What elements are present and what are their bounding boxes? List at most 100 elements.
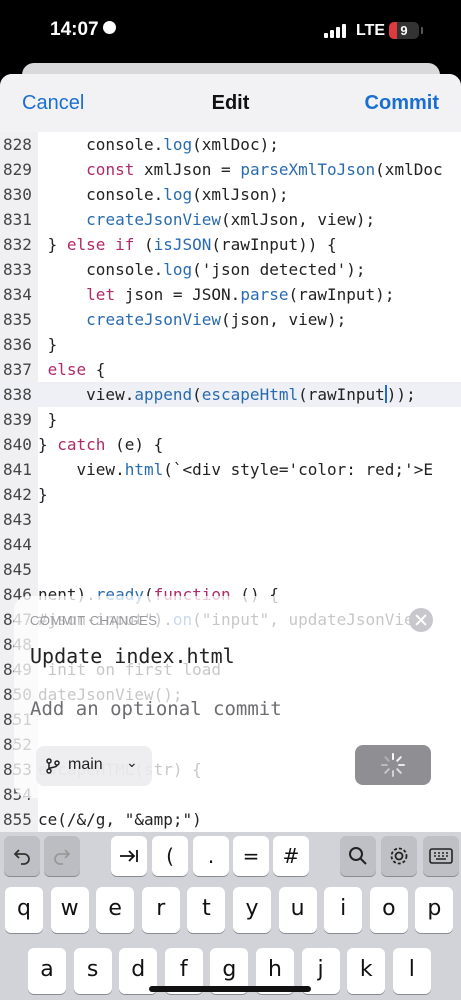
key-k[interactable]: k [347, 948, 386, 994]
code-line[interactable]: 840 } catch (e) { [0, 432, 461, 457]
line-number: 835 [3, 310, 32, 329]
code-text: createJsonView(xmlJson, view); [86, 210, 376, 229]
line-number: 845 [3, 560, 32, 579]
code-text: const xmlJson = parseXmlToJson(xmlDoc [86, 160, 443, 179]
key-r[interactable]: r [141, 887, 180, 933]
search-button[interactable] [340, 836, 376, 876]
code-line[interactable]: 845 [0, 557, 461, 582]
key-a[interactable]: a [28, 948, 66, 994]
commit-body-input[interactable]: Add an optional commit [30, 698, 282, 720]
chevron-updown-icon: ⌄ [126, 755, 138, 771]
key-i[interactable]: i [324, 887, 363, 933]
line-number: 842 [3, 485, 32, 504]
key-e[interactable]: e [96, 887, 135, 933]
line-number: 833 [3, 260, 32, 279]
dismiss-keyboard-button[interactable] [423, 836, 459, 876]
code-text: console.log('json detected'); [38, 260, 366, 279]
code-line[interactable]: 842} [0, 482, 461, 507]
signal-icon [324, 24, 348, 38]
code-line[interactable]: 833 console.log('json detected'); [0, 257, 461, 282]
battery-level: 9 [400, 23, 408, 38]
key-p[interactable]: p [415, 887, 454, 933]
code-text: ce(/&/g, "&amp;") [38, 810, 202, 829]
commit-panel: COMMIT CHANGES Update index.html Add an … [14, 596, 447, 798]
code-text: else { [47, 360, 106, 379]
code-line[interactable]: 843 [0, 507, 461, 532]
code-text: } catch (e) { [38, 435, 164, 454]
key-w[interactable]: w [50, 887, 89, 933]
code-line[interactable]: 832 } else if (isJSON(rawInput)) { [0, 232, 461, 257]
status-bar: 14:07 LTE 9 [0, 0, 461, 62]
code-line[interactable]: 831 createJsonView(xmlJson, view); [0, 207, 461, 232]
cancel-button[interactable]: Cancel [22, 92, 85, 114]
code-line[interactable]: 829 const xmlJson = parseXmlToJson(xmlDo… [0, 157, 461, 182]
line-number: 828 [3, 135, 32, 154]
code-line[interactable]: 841 view.html(`<div style='color: red;'>… [0, 457, 461, 482]
line-number: 832 [3, 235, 32, 254]
line-number: 843 [3, 510, 32, 529]
code-text: createJsonView(json, view); [86, 310, 347, 329]
code-text: view.html(`<div style='color: red;'>E [38, 460, 433, 479]
dot-key[interactable]: . [193, 836, 229, 876]
key-u[interactable]: u [278, 887, 317, 933]
line-number: 831 [3, 210, 32, 229]
commit-button[interactable]: Commit [364, 92, 439, 114]
code-text: console.log(xmlDoc); [38, 135, 279, 154]
keyboard-icon [429, 848, 453, 864]
code-text: } [38, 410, 58, 429]
line-number: 855 [3, 810, 32, 829]
line-number: 829 [3, 160, 32, 179]
line-number: 841 [3, 460, 32, 479]
home-indicator [149, 986, 311, 992]
line-number: 836 [3, 335, 32, 354]
commit-heading: COMMIT CHANGES [30, 613, 158, 628]
hash-key[interactable]: # [273, 836, 309, 876]
settings-button[interactable] [381, 836, 417, 876]
code-line[interactable]: 828 console.log(xmlDoc); [0, 132, 461, 157]
code-line[interactable]: 830 console.log(xmlJson); [0, 182, 461, 207]
undo-button[interactable] [4, 836, 40, 876]
key-s[interactable]: s [73, 948, 112, 994]
key-q[interactable]: q [5, 887, 43, 933]
focus-icon [102, 21, 116, 34]
branch-name: main [68, 756, 103, 773]
text-cursor [384, 385, 387, 403]
code-line[interactable]: 837 else { [0, 357, 461, 382]
line-number: 840 [3, 435, 32, 454]
key-y[interactable]: y [233, 887, 271, 933]
line-number: 830 [3, 185, 32, 204]
code-text: console.log(xmlJson); [38, 185, 289, 204]
page-title: Edit [211, 92, 250, 114]
commit-submit-button[interactable] [355, 745, 431, 785]
code-line[interactable]: 855 ce(/&/g, "&amp;") [0, 807, 461, 832]
search-icon [349, 847, 367, 865]
code-line[interactable]: 839 } [0, 407, 461, 432]
code-line[interactable]: 836 } [0, 332, 461, 357]
close-icon[interactable] [409, 608, 433, 632]
key-t[interactable]: t [187, 887, 226, 933]
tab-icon [120, 850, 138, 862]
branch-icon [46, 758, 60, 774]
battery-icon: 9 [389, 22, 423, 39]
paren-key[interactable]: ( [152, 836, 188, 876]
code-text: } [38, 335, 58, 354]
commit-subject-input[interactable]: Update index.html [30, 644, 235, 668]
code-text: let json = JSON.parse(rawInput); [86, 285, 395, 304]
redo-icon [54, 849, 71, 865]
gear-icon [390, 847, 408, 865]
code-line[interactable]: 834 let json = JSON.parse(rawInput); [0, 282, 461, 307]
branch-selector[interactable]: main ⌄ [36, 746, 152, 786]
tab-key[interactable] [111, 836, 147, 876]
code-line[interactable]: 835 createJsonView(json, view); [0, 307, 461, 332]
redo-button[interactable] [44, 836, 80, 876]
loading-spinner-icon [381, 753, 405, 777]
network-label: LTE [356, 22, 386, 39]
status-time: 14:07 [50, 19, 116, 41]
key-o[interactable]: o [369, 887, 408, 933]
code-line[interactable]: 844 [0, 532, 461, 557]
key-l[interactable]: l [392, 948, 431, 994]
code-line[interactable]: 838 view.append(escapeHtml(rawInput)); [0, 382, 461, 407]
equals-key[interactable]: = [233, 836, 269, 876]
line-number: 839 [3, 410, 32, 429]
